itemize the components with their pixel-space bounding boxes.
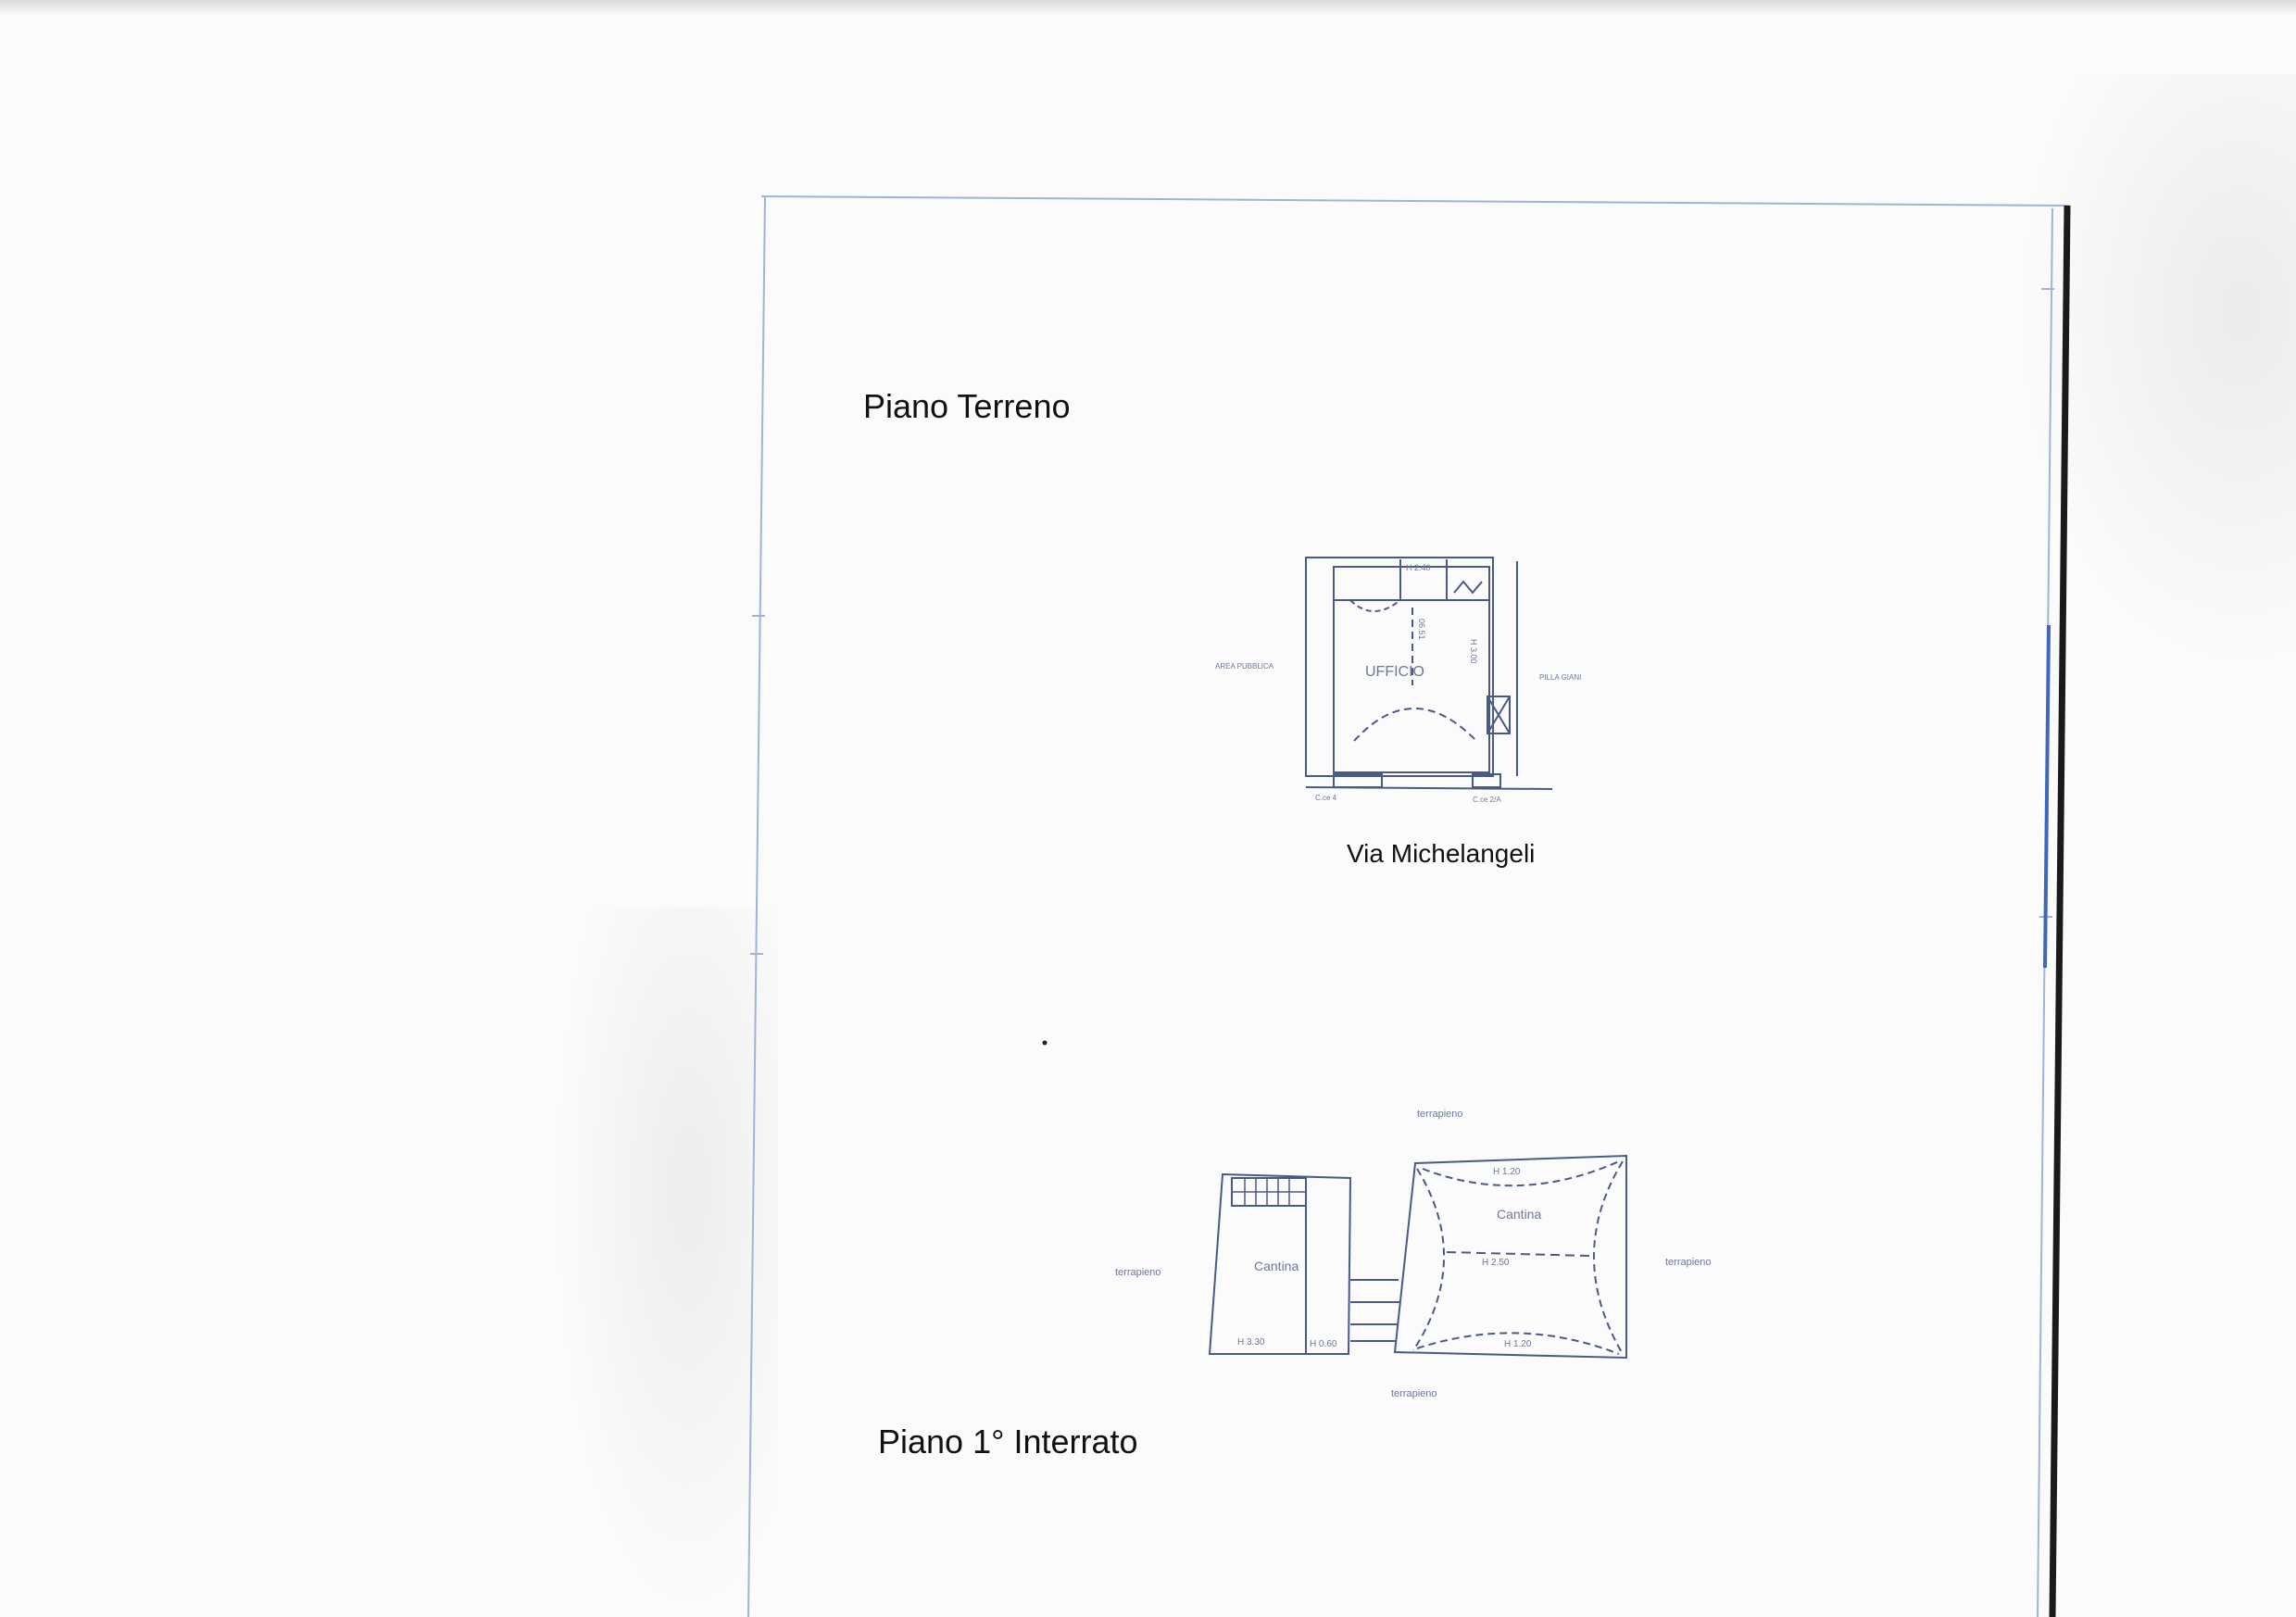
cellar-right-outline — [1393, 1154, 1627, 1360]
right-area-label: PILLA GIANI — [1539, 673, 1581, 682]
ridge-height-line — [1446, 1251, 1590, 1257]
basement-labels: terrapieno terrapieno terrapieno terrapi… — [1115, 1109, 1712, 1399]
vault-arc-top — [1422, 1160, 1620, 1187]
office-inner-wall — [1333, 566, 1490, 773]
cellar-right-height-mid: H 2.50 — [1482, 1258, 1510, 1268]
terrapieno-bottom: terrapieno — [1391, 1388, 1437, 1399]
terrapieno-right: terrapieno — [1665, 1257, 1712, 1268]
connecting-corridor — [1350, 1279, 1400, 1342]
room-label-office: UFFICIO — [1365, 664, 1424, 680]
cellar-right-label: Cantina — [1497, 1207, 1541, 1222]
service-height-label: H 2.40 — [1406, 563, 1431, 572]
shaft-cross-b — [1487, 696, 1511, 734]
sheet-right-edge — [2049, 205, 2071, 1617]
frame-left-line — [747, 195, 766, 1617]
scan-smudge-left — [556, 908, 778, 1611]
door-swing-top — [1349, 599, 1401, 612]
basement-plan — [1208, 1154, 1627, 1360]
stair-flight-top — [1453, 580, 1483, 595]
cellar-left-label: Cantina — [1254, 1259, 1299, 1273]
cellar-left-height-a: H 3.30 — [1237, 1337, 1265, 1348]
vault-arc-left — [1412, 1168, 1445, 1351]
cellar-right-height-top: H 1.20 — [1493, 1167, 1521, 1177]
shaft-box — [1487, 696, 1511, 734]
office-height-label: H 3.00 — [1469, 639, 1478, 664]
cellar-right-height-bottom: H 1.20 — [1504, 1339, 1532, 1349]
entrance-arc — [1353, 708, 1477, 742]
left-area-label: AREA PUBBLICA — [1215, 662, 1274, 671]
ground-floor-title: Piano Terreno — [863, 387, 1071, 425]
office-outer-wall — [1305, 557, 1494, 777]
ground-floor-plan — [1305, 557, 1553, 790]
basement-title: Piano 1° Interrato — [878, 1423, 1138, 1460]
scan-speck — [1042, 1040, 1048, 1046]
vertical-dimension-label: 06.51 — [1417, 619, 1426, 640]
vault-arc-right — [1593, 1160, 1624, 1355]
bottom-right-code: C.ce 2/A — [1473, 796, 1501, 804]
entrance-step-right — [1472, 773, 1501, 788]
bottom-left-code: C.ce 4 — [1315, 794, 1337, 802]
scan-top-shadow — [0, 0, 2296, 15]
cellar-left-outline — [1208, 1172, 1352, 1355]
terrapieno-left: terrapieno — [1115, 1267, 1161, 1278]
frame-top-line — [760, 195, 2070, 207]
entrance-step-left — [1333, 773, 1383, 788]
ground-floor-labels: UFFICIO AREA PUBBLICA PILLA GIANI H 2.40… — [1215, 563, 1581, 804]
cellar-left-height-b: H 0.60 — [1310, 1339, 1337, 1349]
vault-arc-bottom — [1416, 1332, 1620, 1355]
terrapieno-top: terrapieno — [1417, 1109, 1463, 1120]
street-name-label: Via Michelangeli — [1347, 839, 1536, 868]
staircase-treads — [1232, 1178, 1306, 1206]
frame-right-accent — [2043, 624, 2051, 969]
